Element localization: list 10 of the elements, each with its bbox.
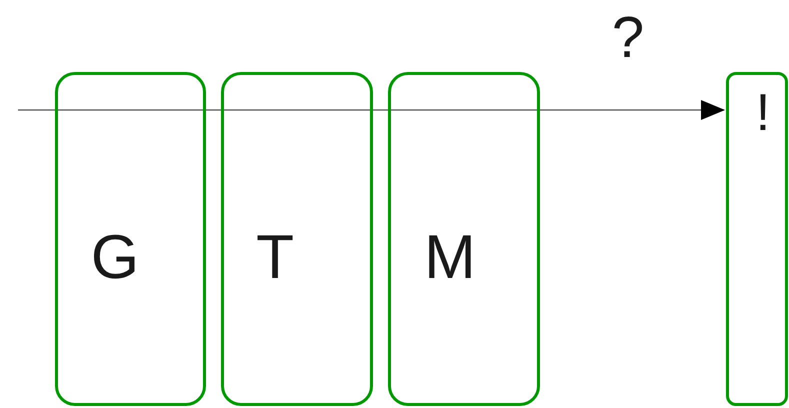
rounded-box (726, 72, 788, 406)
arrow (18, 100, 725, 120)
rounded-box (388, 72, 540, 406)
question-mark-label: ? (612, 9, 644, 67)
box-letter: G (90, 227, 140, 289)
rounded-box (221, 72, 373, 406)
rounded-box (55, 72, 206, 406)
box-letter: ! (756, 87, 770, 139)
box-letter: T (256, 227, 294, 289)
box-letter: M (424, 227, 476, 289)
